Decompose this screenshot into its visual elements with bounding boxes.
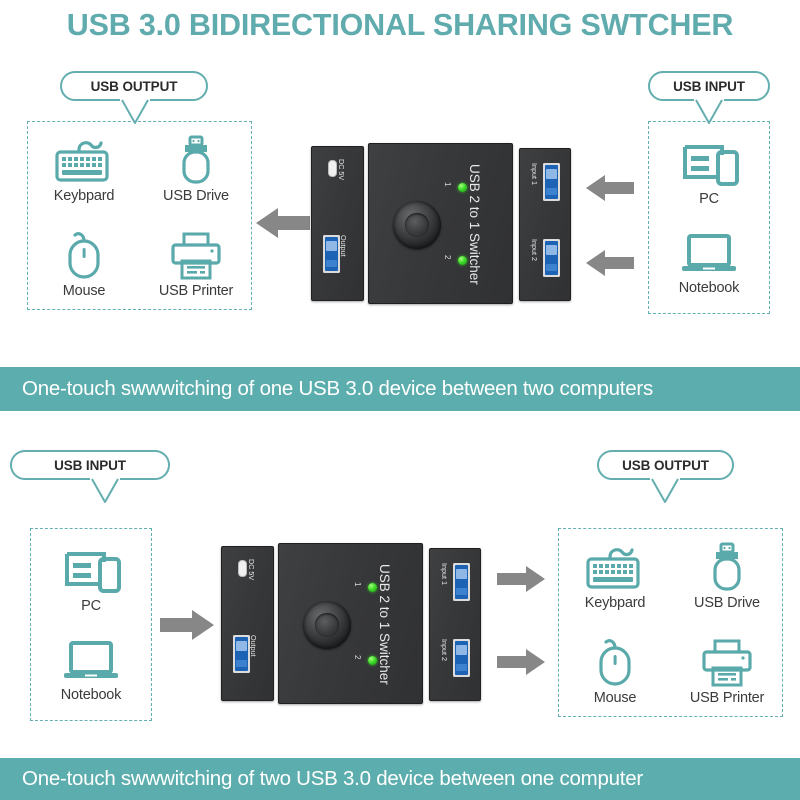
bottom-device-led-2-label: 2 (353, 655, 362, 660)
top-tile-mouse-label: Mouse (62, 283, 106, 299)
top-device-dc5v-port (328, 160, 337, 177)
desktop-pc-icon (41, 546, 141, 596)
top-arrow-to-peripherals (256, 208, 310, 238)
callout-top-right-label: USB INPUT (673, 78, 745, 94)
bottom-device-selector-button[interactable] (303, 601, 351, 649)
bottom-tile-usb-drive-label: USB Drive (694, 595, 760, 611)
bottom-device-input2-label: Input 2 (440, 639, 449, 661)
top-device-input2-label: Input 2 (530, 239, 539, 261)
bottom-device-left-panel: DC 5V Output (221, 546, 274, 701)
top-device-model-label: USB 2 to 1 Switcher (467, 164, 482, 285)
usb-drive-icon (677, 541, 777, 593)
top-device-led-1 (458, 183, 467, 192)
top-device-dc5v-label: DC 5V (337, 159, 346, 181)
printer-icon (146, 231, 246, 281)
callout-bottom-right-label: USB OUTPUT (622, 457, 709, 473)
top-device-output-label: Output (339, 235, 348, 257)
top-device-main-panel: 1 2 USB 2 to 1 Switcher (368, 143, 513, 304)
top-tile-usb-drive: USB Drive (146, 134, 246, 204)
top-device-led-2 (458, 256, 467, 265)
bottom-tile-notebook: Notebook (41, 639, 141, 703)
top-device-input1-port (543, 163, 560, 201)
top-tile-printer: USB Printer (146, 231, 246, 299)
top-tile-notebook-label: Notebook (678, 280, 740, 296)
bottom-tile-notebook-label: Notebook (60, 687, 122, 703)
desktop-pc-icon (659, 139, 759, 189)
callout-bottom-left-tail (90, 478, 120, 503)
bottom-device-led-2 (368, 656, 377, 665)
top-device-selector-button[interactable] (393, 201, 441, 249)
callout-top-left: USB OUTPUT (60, 71, 208, 101)
top-tile-pc-label: PC (699, 191, 719, 207)
bottom-tile-usb-drive: USB Drive (677, 541, 777, 611)
top-tile-keyboard: Keybpard (34, 138, 134, 204)
top-tile-pc: PC (659, 139, 759, 207)
callout-bottom-left: USB INPUT (10, 450, 170, 480)
banner-top-text: One-touch swwwitching of one USB 3.0 dev… (22, 377, 653, 400)
bottom-device-input2-port (453, 639, 470, 677)
callout-top-right: USB INPUT (648, 71, 770, 101)
bottom-tile-keyboard-label: Keybpard (584, 595, 646, 611)
top-tile-mouse: Mouse (34, 229, 134, 299)
top-arrow-input2 (586, 250, 634, 276)
bottom-tile-printer: USB Printer (677, 638, 777, 706)
bottom-arrow-to-device (160, 610, 214, 640)
top-arrow-input1 (586, 175, 634, 201)
bottom-device-main-panel: 1 2 USB 2 to 1 Switcher (278, 543, 423, 704)
mouse-icon (34, 229, 134, 281)
top-tile-usb-drive-label: USB Drive (163, 188, 229, 204)
banner-bottom: One-touch swwwitching of two USB 3.0 dev… (0, 758, 800, 800)
callout-top-left-label: USB OUTPUT (90, 78, 178, 94)
bottom-device-output-label: Output (249, 635, 258, 657)
banner-top: One-touch swwwitching of one USB 3.0 dev… (0, 367, 800, 411)
bottom-device-dc5v-label: DC 5V (247, 559, 256, 581)
bottom-tile-keyboard: Keybpard (565, 545, 665, 611)
top-device-right-panel: Input 1 Input 2 (519, 148, 571, 301)
top-device-input2-port (543, 239, 560, 277)
banner-bottom-text: One-touch swwwitching of two USB 3.0 dev… (22, 767, 643, 790)
bottom-device-output-port (233, 635, 250, 673)
keyboard-icon (34, 138, 134, 186)
notebook-icon (41, 639, 141, 685)
usb-drive-icon (146, 134, 246, 186)
bottom-device-input1-port (453, 563, 470, 601)
bottom-device-dc5v-port (238, 560, 247, 577)
top-device-left-panel: DC 5V Output (311, 146, 364, 301)
top-device-led-1-label: 1 (443, 182, 452, 187)
top-device-input1-label: Input 1 (530, 163, 539, 185)
mouse-icon (565, 636, 665, 688)
bottom-tile-pc-label: PC (81, 598, 101, 614)
bottom-device-right-panel: Input 1 Input 2 (429, 548, 481, 701)
bottom-device-led-1-label: 1 (353, 582, 362, 587)
bottom-device-model-label: USB 2 to 1 Switcher (377, 564, 392, 685)
page-title: USB 3.0 BIDIRECTIONAL SHARING SWTCHER (66, 8, 734, 42)
bottom-tile-mouse-label: Mouse (593, 690, 637, 706)
bottom-tile-mouse: Mouse (565, 636, 665, 706)
bottom-tile-pc: PC (41, 546, 141, 614)
top-device-output-port (323, 235, 340, 273)
callout-bottom-left-label: USB INPUT (54, 457, 126, 473)
notebook-icon (659, 232, 759, 278)
printer-icon (677, 638, 777, 688)
keyboard-icon (565, 545, 665, 593)
callout-bottom-right-tail (650, 478, 680, 503)
top-tile-notebook: Notebook (659, 232, 759, 296)
top-tile-printer-label: USB Printer (158, 283, 234, 299)
bottom-arrow-output1 (497, 566, 545, 592)
bottom-computers-group (30, 528, 152, 721)
bottom-arrow-output2 (497, 649, 545, 675)
bottom-peripherals-group (558, 528, 783, 717)
callout-bottom-right: USB OUTPUT (597, 450, 734, 480)
bottom-device-input1-label: Input 1 (440, 563, 449, 585)
top-tile-keyboard-label: Keybpard (53, 188, 115, 204)
top-device-led-2-label: 2 (443, 255, 452, 260)
bottom-tile-printer-label: USB Printer (689, 690, 765, 706)
bottom-device-led-1 (368, 583, 377, 592)
